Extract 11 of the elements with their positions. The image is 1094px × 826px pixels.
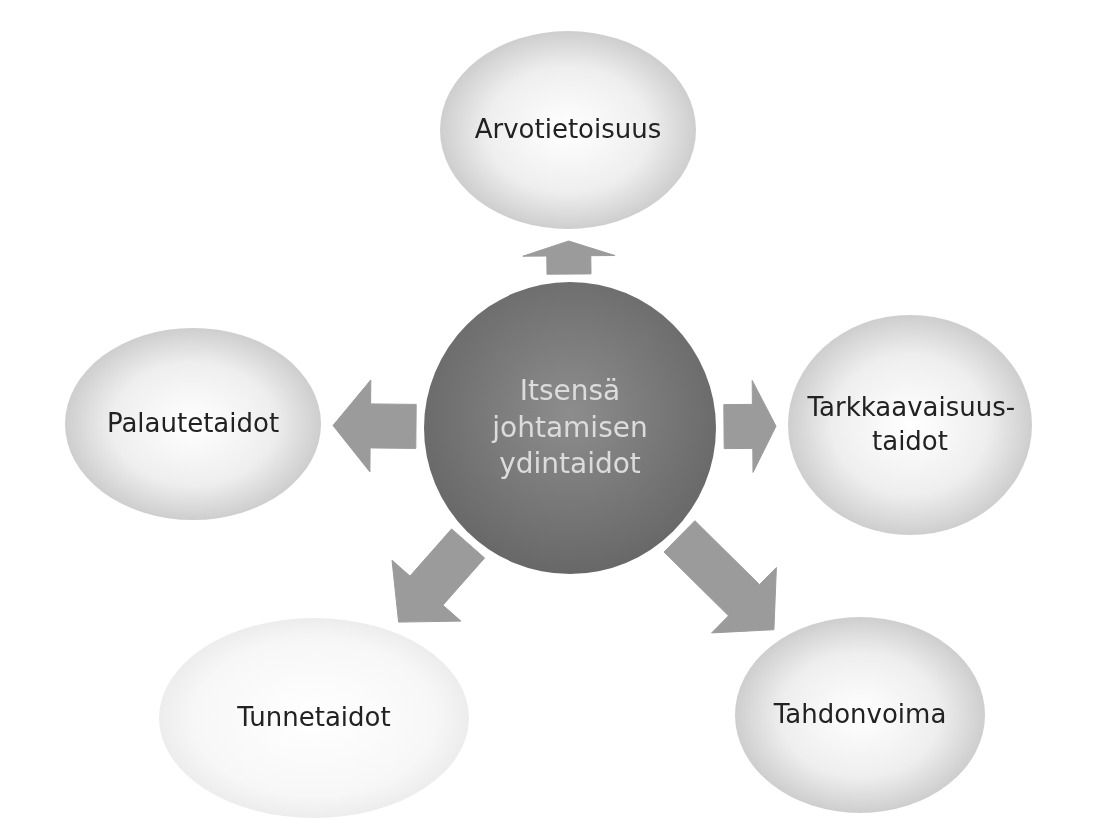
node-label: Arvotietoisuus	[474, 113, 662, 147]
node-label: Itsensä johtamisen ydintaidot	[490, 373, 649, 483]
block-arrow	[522, 240, 616, 275]
block-arrow	[663, 520, 777, 634]
block-arrow	[332, 379, 417, 473]
node-label: Tahdonvoima	[773, 698, 947, 732]
node-label: Palautetaidot	[106, 407, 280, 441]
block-arrow	[391, 528, 486, 623]
node-label: Tunnetaidot	[237, 701, 391, 735]
node-label: Tarkkaavaisuus-taidot	[807, 391, 1013, 458]
block-arrow	[723, 379, 777, 473]
